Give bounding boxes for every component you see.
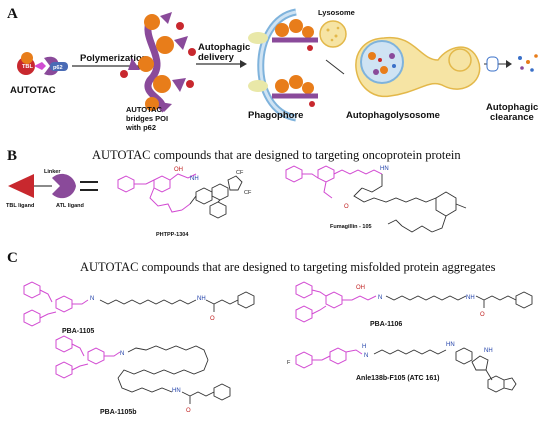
pba1106-nh: NH [466, 295, 475, 301]
phagophore-label: Phagophore [248, 110, 303, 121]
bridge-line2: bridges POI [126, 114, 168, 123]
p62-tag: p62 [53, 65, 63, 71]
pba1105-structure [23, 281, 255, 327]
anle-structure [295, 347, 517, 393]
atl-ligand-label: ATL ligand [56, 203, 84, 209]
autotac-monomer: TBL p62 [17, 52, 68, 76]
panel-b-subtitle: AUTOTAC compounds that are designed to t… [92, 148, 461, 162]
pba1105-o: O [210, 316, 215, 322]
anle-pyrazole-nh: NH [484, 348, 493, 354]
autophagolysosome-graphic [355, 36, 481, 97]
phtpp-name: PHTPP-1304 [156, 232, 189, 238]
fusion-arrow [325, 59, 345, 75]
tbl-ligand-label: TBL ligand [6, 203, 34, 209]
phtpp-nh: NH [190, 176, 199, 182]
anle-f: F [287, 360, 291, 366]
tbl-tag: TBL [22, 64, 33, 70]
phtpp-oh: OH [174, 167, 183, 173]
pba1106-n: N [378, 295, 382, 301]
pba1106-o: O [480, 312, 485, 318]
delivery-line2: delivery [198, 52, 235, 63]
fumagillin-o: O [344, 204, 349, 210]
autophagolysosome-label: Autophagolysosome [346, 110, 440, 121]
clearance-line1: Autophagic [486, 102, 538, 113]
pba1105-name: PBA-1105 [62, 328, 94, 335]
fumagillin-name: Fumagillin - 105 [330, 224, 372, 230]
lysosome-graphic [319, 20, 347, 48]
anle-n: N [364, 353, 368, 359]
pba1105-nh: NH [197, 296, 206, 302]
bridge-line3: with p62 [125, 123, 156, 132]
clearance-graphic [484, 54, 538, 72]
panel-c-subtitle: AUTOTAC compounds that are designed to t… [80, 260, 496, 274]
anle-h: H [362, 344, 366, 350]
pba1106-oh: OH [356, 285, 365, 291]
pba1105b-name: PBA-1105b [100, 409, 137, 416]
polymerization-label: Polymerization [80, 53, 148, 64]
delivery-line1: Autophagic [198, 42, 250, 53]
pba1106-structure [295, 281, 533, 323]
linker-scheme [8, 173, 98, 199]
pba1105b-nh: HN [172, 388, 181, 394]
phagophore-graphic [248, 8, 318, 122]
pba1105b-structure [55, 335, 231, 404]
pba1105b-o: O [186, 408, 191, 414]
clearance-line2: clearance [490, 112, 534, 123]
autotac-label: AUTOTAC [10, 85, 56, 96]
phtpp-cf3-b: CF [244, 190, 252, 196]
panel-b-letter: B [7, 148, 17, 164]
pba1106-name: PBA-1106 [370, 321, 402, 328]
pba1105-n: N [90, 296, 94, 302]
panel-c-letter: C [7, 250, 18, 266]
linker-label: Linker [44, 169, 61, 175]
fumagillin-structure [285, 165, 467, 233]
panel-a-letter: A [7, 6, 18, 22]
lysosome-label: Lysosome [318, 8, 355, 17]
phtpp-cf3-a: CF [236, 170, 244, 176]
autotac-p62-polymer [120, 12, 196, 113]
anle-name: Anle138b-F105 (ATC 161) [356, 375, 440, 382]
anle-hn: HN [446, 342, 455, 348]
phtpp-structure [117, 173, 243, 219]
fumagillin-h: HN [380, 166, 389, 172]
pba1105b-n: N [120, 351, 124, 357]
bridge-line1: AUTOTAC [126, 105, 163, 114]
